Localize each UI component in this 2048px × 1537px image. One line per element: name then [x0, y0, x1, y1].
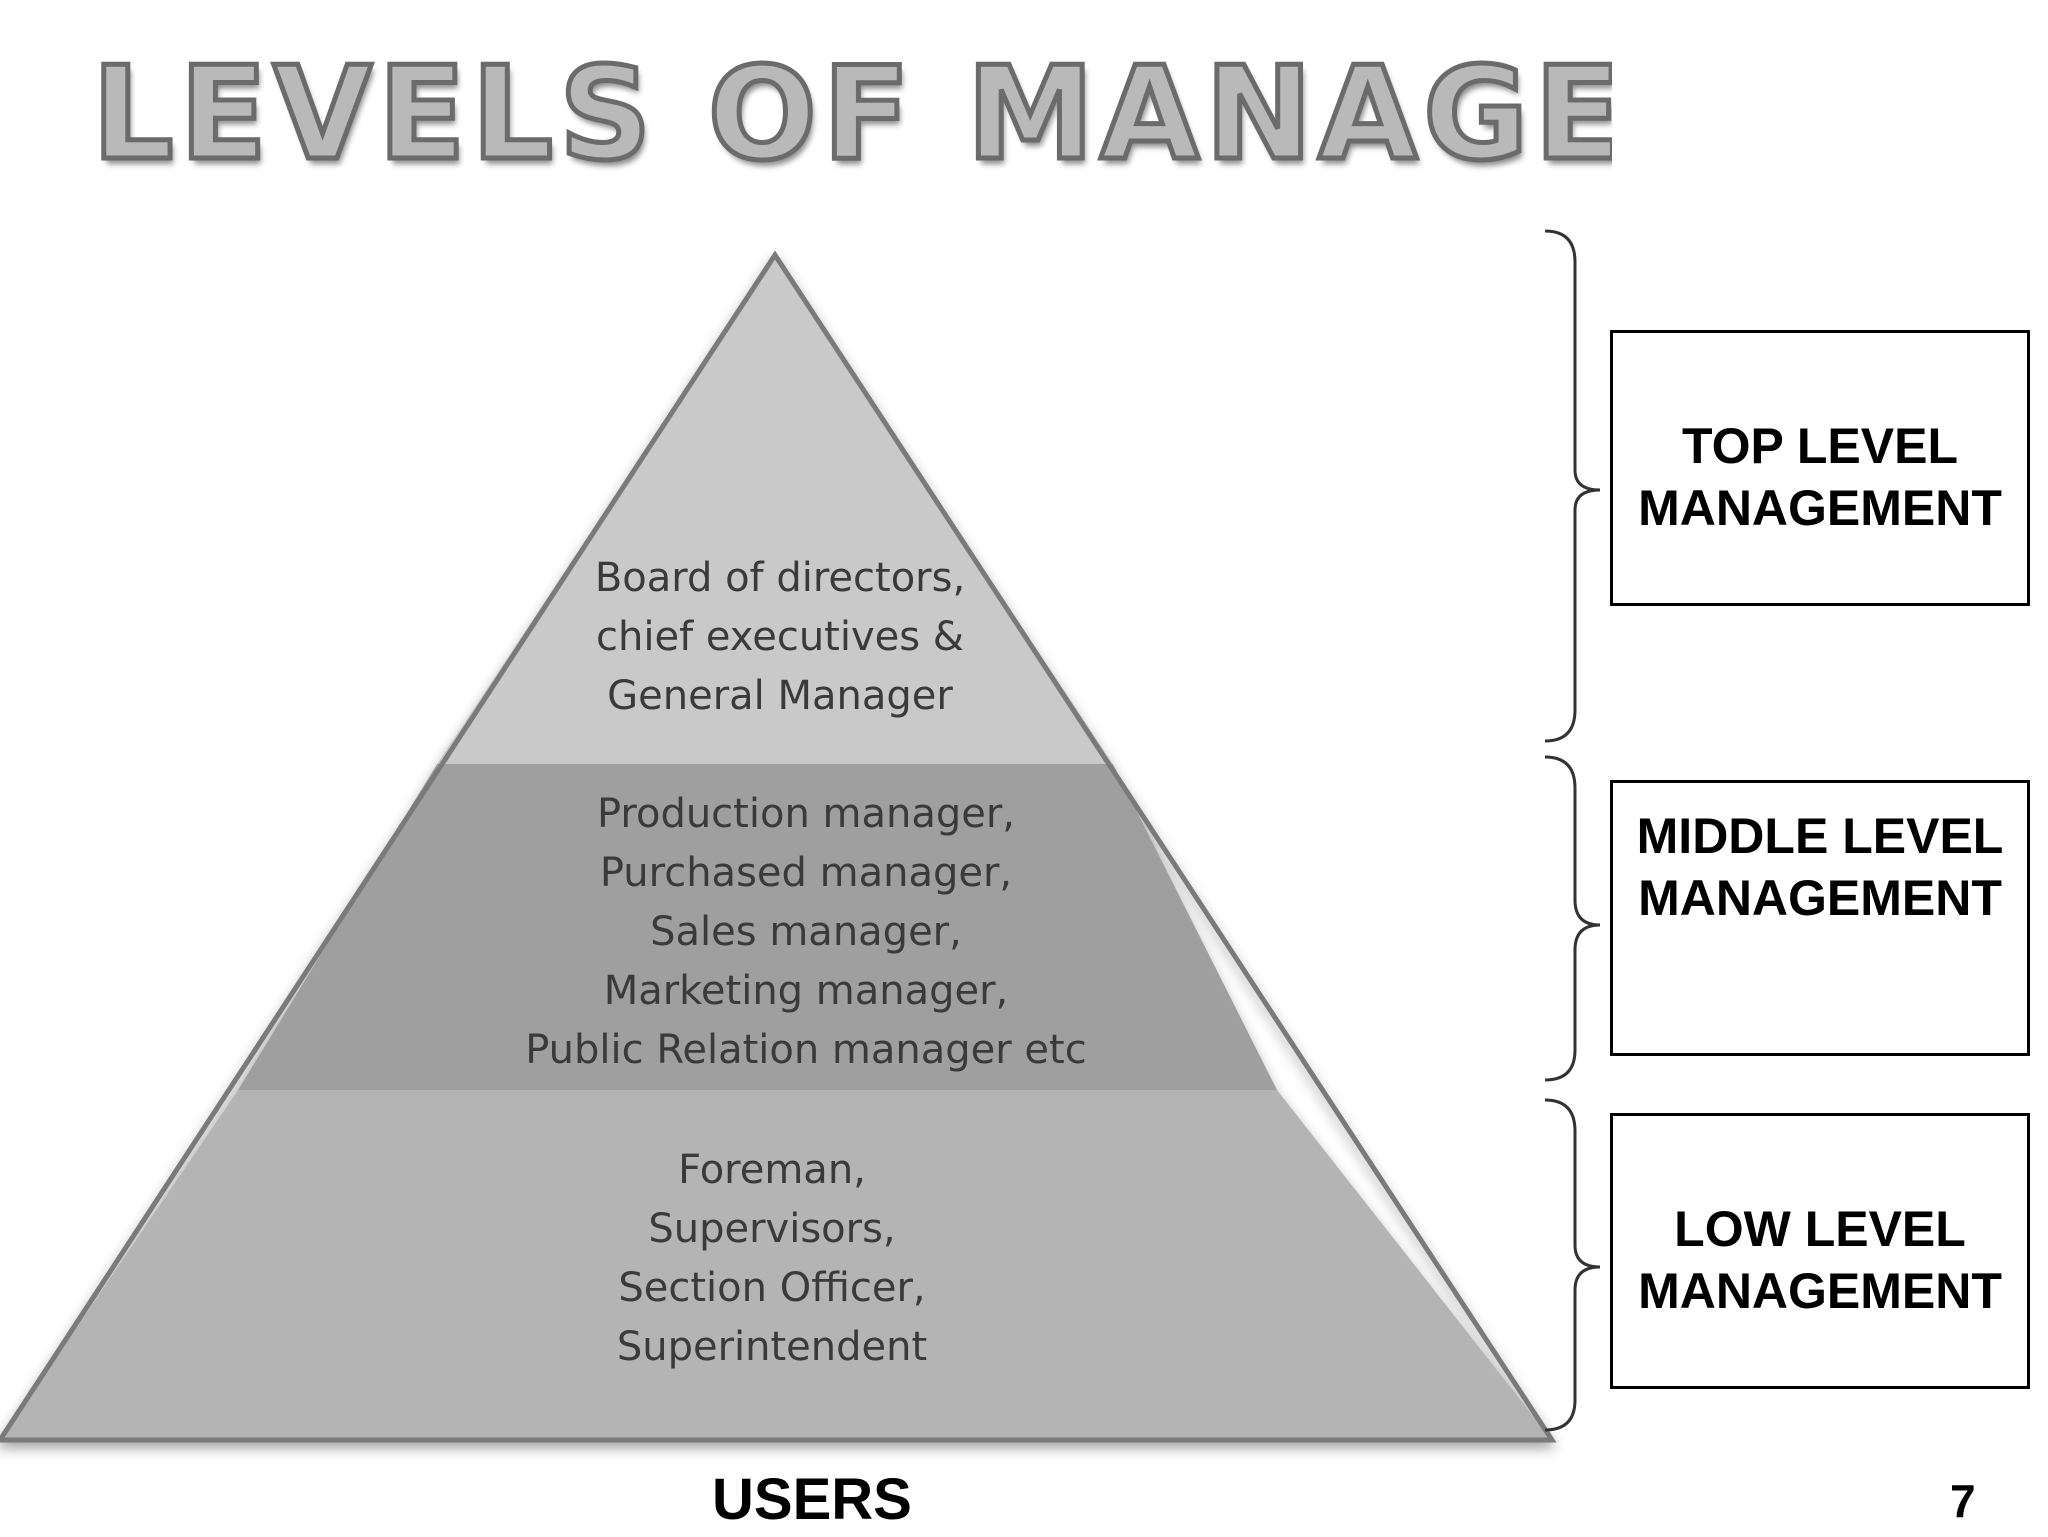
- bracket-top-level: [1544, 229, 1601, 743]
- tier-middle-line: Sales manager,: [650, 909, 962, 955]
- users-label: USERS: [712, 1467, 912, 1532]
- tier-top-line: chief executives &: [596, 614, 964, 660]
- page-number: 7: [1950, 1475, 1976, 1527]
- tier-top-line: Board of directors,: [595, 555, 965, 601]
- tier-middle-line: Production manager,: [597, 791, 1015, 837]
- middle-level-box: MIDDLE LEVEL MANAGEMENT: [1610, 780, 2030, 1056]
- pyramid-tier-bottom: [0, 1090, 1552, 1440]
- tier-middle-line: Public Relation manager etc: [525, 1027, 1086, 1073]
- tier-top-line: General Manager: [607, 673, 953, 719]
- bracket-low-level: [1544, 1098, 1601, 1432]
- pyramid-tier-top: [437, 255, 1113, 764]
- top-level-box: TOP LEVEL MANAGEMENT: [1610, 330, 2030, 606]
- pyramid-tier-middle: [238, 764, 1277, 1090]
- low-level-sublabel: MANAGEMENT: [1638, 1263, 2002, 1319]
- tier-middle-line: Purchased manager,: [600, 850, 1012, 896]
- tier-bottom-line: Superintendent: [617, 1324, 927, 1370]
- level-brackets: [1544, 229, 1601, 1432]
- pyramid-outline: [0, 250, 1557, 1443]
- tier-top-text: Board of directors, chief executives & G…: [595, 555, 965, 719]
- tier-bottom-text: Foreman, Supervisors, Section Officer, S…: [617, 1147, 927, 1370]
- low-level-box: LOW LEVEL MANAGEMENT: [1610, 1113, 2030, 1389]
- tier-middle-line: Marketing manager,: [604, 968, 1009, 1014]
- tier-bottom-line: Section Officer,: [618, 1265, 925, 1311]
- bracket-middle-level: [1544, 755, 1601, 1082]
- pyramid: [0, 250, 1557, 1443]
- tier-bottom-line: Supervisors,: [648, 1206, 895, 1252]
- middle-level-label: MIDDLE LEVEL: [1636, 808, 2004, 864]
- title-container: LEVELS OF MANAGEMENT: [92, 40, 1612, 190]
- top-level-sublabel: MANAGEMENT: [1638, 480, 2002, 536]
- tier-middle-text: Production manager, Purchased manager, S…: [525, 791, 1086, 1073]
- top-level-label: TOP LEVEL: [1681, 418, 1958, 474]
- middle-level-sublabel: MANAGEMENT: [1638, 870, 2002, 926]
- tier-bottom-line: Foreman,: [678, 1147, 866, 1193]
- low-level-label: LOW LEVEL: [1674, 1201, 1966, 1257]
- slide-title: LEVELS OF MANAGEMENT: [92, 40, 1612, 190]
